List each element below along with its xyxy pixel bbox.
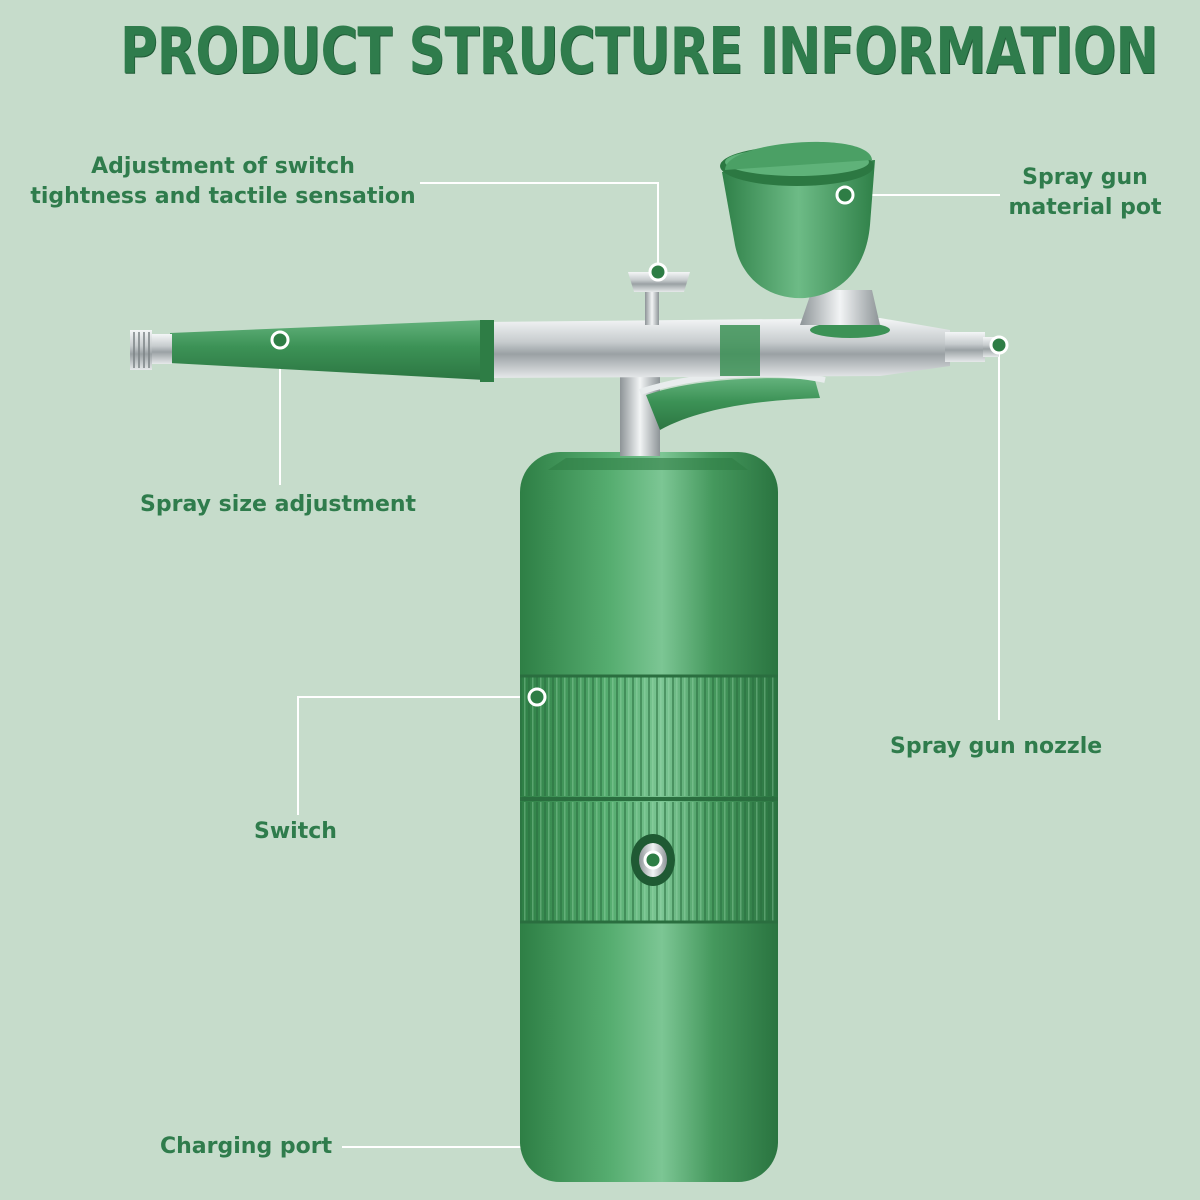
trigger-knob	[628, 272, 690, 325]
label-spray-gun-nozzle: Spray gun nozzle	[890, 734, 1103, 759]
body-cylinder	[520, 452, 778, 1182]
label-spray-size-adjustment: Spray size adjustment	[140, 492, 417, 517]
page-title: PRODUCT STRUCTURE INFORMATION	[120, 15, 1158, 89]
label-material-pot-line2: material pot	[1008, 195, 1162, 220]
label-material-pot-line1: Spray gun	[1022, 165, 1148, 190]
label-tightness-line1: Adjustment of switch	[91, 154, 355, 179]
label-charging-port: Charging port	[160, 1134, 333, 1159]
marker-dots	[270, 185, 1009, 870]
label-tightness-line2: tightness and tactile sensation	[30, 184, 416, 209]
label-switch: Switch	[254, 819, 337, 844]
label-tightness-adjustment: Adjustment of switch tightness and tacti…	[18, 152, 428, 212]
gun-neck	[620, 371, 826, 456]
gun-barrel	[130, 318, 999, 382]
material-cup	[720, 141, 880, 325]
label-material-pot: Spray gun material pot	[1000, 163, 1170, 223]
